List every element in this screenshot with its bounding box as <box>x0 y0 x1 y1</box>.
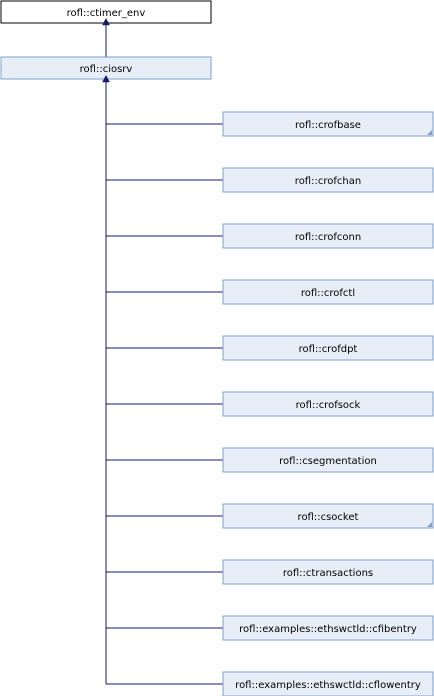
derived-class-label: rofl::crofchan <box>295 176 361 187</box>
derived-class-box <box>222 223 434 249</box>
derived-class-label: rofl::examples::ethswctld::cflowentry <box>235 680 421 691</box>
derived-class-node[interactable]: rofl::crofdpt <box>222 335 434 361</box>
derived-class-node[interactable]: rofl::crofbase <box>222 111 434 137</box>
derived-class-node[interactable]: rofl::ctransactions <box>222 559 434 585</box>
derived-class-label: rofl::csocket <box>298 512 359 523</box>
derived-class-label: rofl::csegmentation <box>279 456 377 467</box>
derived-class-node[interactable]: rofl::crofctl <box>222 279 434 305</box>
derived-class-node[interactable]: rofl::examples::ethswctld::cflowentry <box>222 671 434 696</box>
derived-class-label: rofl::crofsock <box>296 400 361 411</box>
derived-class-box <box>222 559 434 585</box>
derived-class-label: rofl::crofbase <box>295 120 361 131</box>
derived-class-box <box>222 615 434 641</box>
root-class-node[interactable]: rofl::ctimer_env <box>0 0 212 24</box>
parent-class-node[interactable]: rofl::ciosrv <box>0 56 212 80</box>
more-subclasses-marker-icon <box>427 130 432 135</box>
derived-class-node[interactable]: rofl::crofsock <box>222 391 434 417</box>
derived-class-box <box>222 503 434 529</box>
derived-class-box <box>222 335 434 361</box>
derived-class-box <box>222 167 434 193</box>
derived-class-box <box>222 279 434 305</box>
derived-class-box <box>222 671 434 696</box>
derived-class-box <box>222 111 434 137</box>
derived-class-box <box>222 391 434 417</box>
parent-class-label: rofl::ciosrv <box>80 64 133 75</box>
derived-classes: rofl::crofbaserofl::crofchanrofl::crofco… <box>106 111 434 696</box>
derived-class-node[interactable]: rofl::csocket <box>222 503 434 529</box>
derived-class-label: rofl::crofdpt <box>299 344 358 355</box>
root-class-label: rofl::ctimer_env <box>67 8 146 19</box>
derived-class-label: rofl::crofconn <box>295 232 361 243</box>
derived-class-node[interactable]: rofl::crofchan <box>222 167 434 193</box>
derived-class-node[interactable]: rofl::csegmentation <box>222 447 434 473</box>
derived-class-label: rofl::ctransactions <box>283 568 373 579</box>
derived-class-node[interactable]: rofl::crofconn <box>222 223 434 249</box>
derived-class-box <box>222 447 434 473</box>
derived-class-label: rofl::examples::ethswctld::cfibentry <box>239 624 417 635</box>
derived-class-label: rofl::crofctl <box>301 288 355 299</box>
derived-class-node[interactable]: rofl::examples::ethswctld::cfibentry <box>222 615 434 641</box>
more-subclasses-marker-icon <box>427 522 432 527</box>
